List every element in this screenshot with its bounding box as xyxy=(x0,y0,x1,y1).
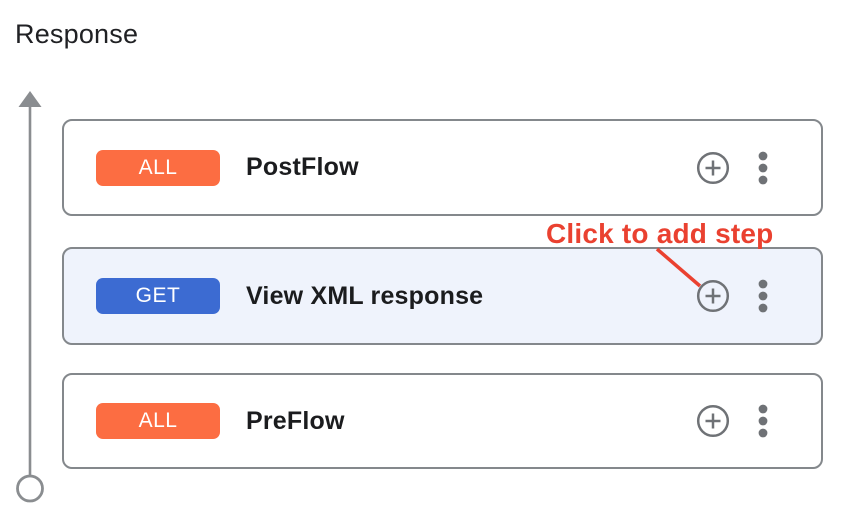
annotation-click-to-add-step: Click to add step xyxy=(546,218,774,249)
card-actions xyxy=(695,403,769,439)
plus-circle-icon xyxy=(696,404,730,438)
arrow-up-icon xyxy=(18,91,42,107)
kebab-menu-icon xyxy=(758,404,768,438)
method-badge: ALL xyxy=(96,403,220,439)
plus-circle-icon xyxy=(696,279,730,313)
page-title: Response xyxy=(15,19,139,49)
flow-name: PostFlow xyxy=(246,153,359,181)
flow-card-preflow[interactable]: ALL PreFlow xyxy=(62,373,823,469)
flow-name: PreFlow xyxy=(246,406,345,435)
more-options-button[interactable] xyxy=(757,278,769,314)
plus-circle-icon xyxy=(696,151,730,184)
add-step-button[interactable] xyxy=(695,150,731,186)
add-step-button[interactable] xyxy=(695,278,731,314)
flow-name: View XML response xyxy=(246,281,484,310)
add-step-button[interactable] xyxy=(695,403,731,439)
flow-card-postflow[interactable]: ALL PostFlow xyxy=(62,119,823,216)
card-actions xyxy=(695,150,769,186)
flow-card-view-xml-response[interactable]: GET View XML response xyxy=(62,247,823,345)
card-actions xyxy=(695,278,769,314)
more-options-button[interactable] xyxy=(757,403,769,439)
kebab-menu-icon xyxy=(758,279,768,313)
method-badge: ALL xyxy=(96,149,220,186)
method-badge: GET xyxy=(96,278,220,314)
kebab-menu-icon xyxy=(758,151,768,184)
timeline-start-circle-icon xyxy=(16,474,44,503)
more-options-button[interactable] xyxy=(757,150,769,186)
